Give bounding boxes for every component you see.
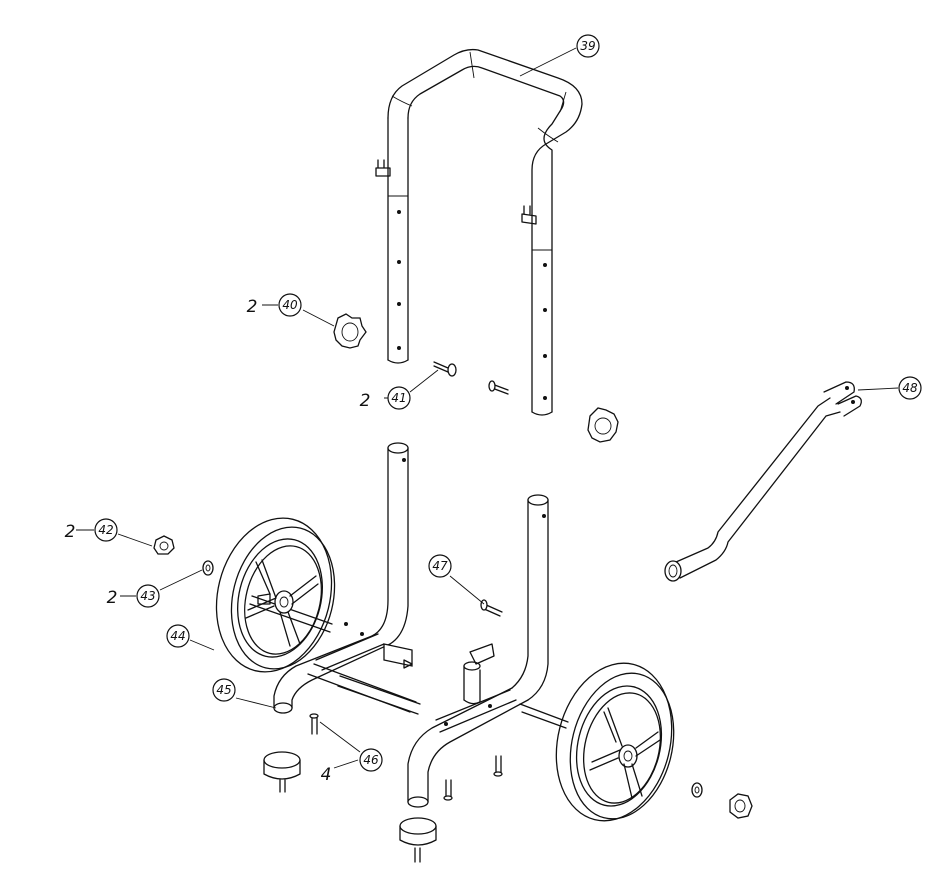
pin-bolt-part (433, 361, 509, 395)
callout-43-qty: 2 (107, 588, 118, 608)
callout-40-number: 40 (282, 298, 298, 312)
callout-44-number: 44 (170, 629, 185, 643)
callout-46-number: 46 (363, 753, 379, 767)
callout-46: 4 46 (321, 748, 383, 785)
callout-41: 2 41 (360, 386, 411, 411)
callout-48-number: 48 (902, 381, 918, 395)
screw-part (309, 713, 503, 801)
callout-47-number: 47 (432, 559, 448, 573)
callout-43-number: 43 (140, 589, 155, 603)
callout-47: 47 (428, 554, 452, 578)
callout-42-number: 42 (98, 523, 113, 537)
leader-lines (76, 47, 899, 769)
callout-39: 39 (576, 34, 600, 58)
callout-42-qty: 2 (65, 522, 76, 542)
callout-48: 48 (898, 376, 922, 400)
callout-42: 2 42 (65, 518, 118, 542)
washer-part (202, 560, 703, 798)
tow-handle-part (664, 381, 862, 582)
callout-41-number: 41 (391, 391, 406, 405)
hex-nut-part (153, 535, 753, 819)
upper-handle-part (375, 48, 583, 416)
callout-46-qty: 4 (321, 765, 332, 785)
star-knob-part (333, 313, 619, 443)
callout-39-number: 39 (580, 39, 595, 53)
wheel-left (215, 517, 336, 673)
callout-44: 44 (166, 624, 190, 648)
base-frame (249, 442, 569, 808)
callout-40: 2 40 (247, 293, 302, 317)
wheel-right (555, 662, 675, 822)
callout-40-qty: 2 (247, 297, 258, 317)
callout-45-number: 45 (216, 683, 231, 697)
axle-pin-part (480, 599, 503, 617)
callout-41-qty: 2 (360, 391, 371, 411)
rubber-foot-part (263, 751, 437, 863)
callout-45: 45 (212, 678, 236, 702)
callout-43: 2 43 (107, 584, 160, 608)
